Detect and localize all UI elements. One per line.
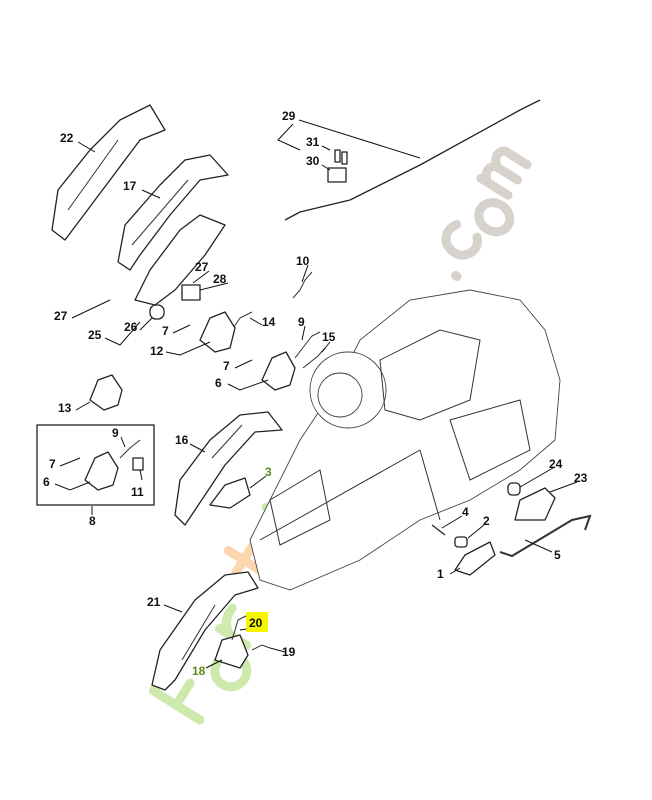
callout-16[interactable]: 16 — [175, 433, 189, 447]
kit-8-box — [36, 424, 155, 506]
callout-29[interactable]: 29 — [282, 109, 296, 123]
watermark-letters-com — [441, 146, 532, 282]
callout-31[interactable]: 31 — [306, 135, 320, 149]
callout-22[interactable]: 22 — [60, 131, 74, 145]
spring-19 — [251, 644, 271, 651]
callout-1[interactable]: 1 — [437, 567, 444, 581]
cable-29 — [284, 99, 541, 221]
callout-21[interactable]: 21 — [147, 595, 161, 609]
callout-2[interactable]: 2 — [483, 514, 490, 528]
part-2 — [454, 536, 468, 548]
spring-20 — [231, 614, 249, 641]
callout-18[interactable]: 18 — [192, 664, 206, 678]
callout-30[interactable]: 30 — [306, 154, 320, 168]
handle-21 — [151, 571, 259, 691]
callout-7[interactable]: 7 — [162, 324, 169, 338]
callout-7[interactable]: 7 — [49, 457, 56, 471]
callout-9[interactable]: 9 — [298, 315, 305, 329]
lever-1 — [454, 541, 496, 576]
callout-3[interactable]: 3 — [265, 465, 272, 479]
callout-17[interactable]: 17 — [123, 179, 137, 193]
trigger-6-kit — [84, 451, 119, 491]
clamp-30 — [327, 167, 347, 183]
pin-4 — [431, 524, 446, 536]
part-24 — [507, 482, 521, 496]
callout-14[interactable]: 14 — [262, 315, 276, 329]
callout-labels: 22 17 29 31 30 10 27 28 27 26 25 14 9 15… — [43, 109, 588, 678]
spring-26 — [149, 304, 165, 320]
handle-17 — [117, 154, 229, 271]
callout-28[interactable]: 28 — [213, 272, 227, 286]
callout-6[interactable]: 6 — [215, 376, 222, 390]
callout-6[interactable]: 6 — [43, 475, 50, 489]
spring-14 — [231, 311, 253, 331]
callout-27[interactable]: 27 — [195, 260, 209, 274]
callout-4[interactable]: 4 — [462, 505, 469, 519]
part-23 — [514, 487, 556, 521]
callout-23[interactable]: 23 — [574, 471, 588, 485]
screw-31b — [341, 151, 348, 165]
callout-13[interactable]: 13 — [58, 401, 72, 415]
leader-lines — [54, 119, 578, 669]
callout-27[interactable]: 27 — [54, 309, 68, 323]
handle-22 — [51, 104, 166, 241]
callout-26[interactable]: 26 — [124, 320, 138, 334]
highlight-20 — [246, 612, 268, 632]
callout-11[interactable]: 11 — [131, 485, 144, 499]
trigger-12 — [199, 311, 236, 353]
part-28 — [181, 284, 201, 301]
part-11 — [132, 457, 144, 471]
callout-20[interactable]: 20 — [249, 616, 263, 630]
trigger-13 — [89, 374, 123, 411]
callout-10[interactable]: 10 — [296, 254, 310, 268]
callout-12[interactable]: 12 — [150, 344, 164, 358]
part-18 — [214, 634, 249, 669]
screw-31 — [334, 149, 341, 163]
part-3 — [209, 477, 251, 509]
handle-cover-25 — [134, 214, 226, 306]
callout-19[interactable]: 19 — [282, 645, 296, 659]
callout-15[interactable]: 15 — [322, 330, 336, 344]
callout-9[interactable]: 9 — [112, 426, 119, 440]
callout-25[interactable]: 25 — [88, 328, 102, 342]
handle-16 — [174, 411, 283, 526]
engine-housing — [249, 289, 561, 591]
callout-24[interactable]: 24 — [549, 457, 563, 471]
spring-9-kit — [119, 439, 141, 459]
spring-10 — [292, 271, 313, 299]
callout-7[interactable]: 7 — [223, 359, 230, 373]
spring-9 — [294, 331, 321, 359]
rod-5 — [499, 514, 592, 558]
trigger-6 — [261, 351, 296, 391]
callout-5[interactable]: 5 — [554, 548, 561, 562]
callout-8[interactable]: 8 — [89, 514, 96, 528]
